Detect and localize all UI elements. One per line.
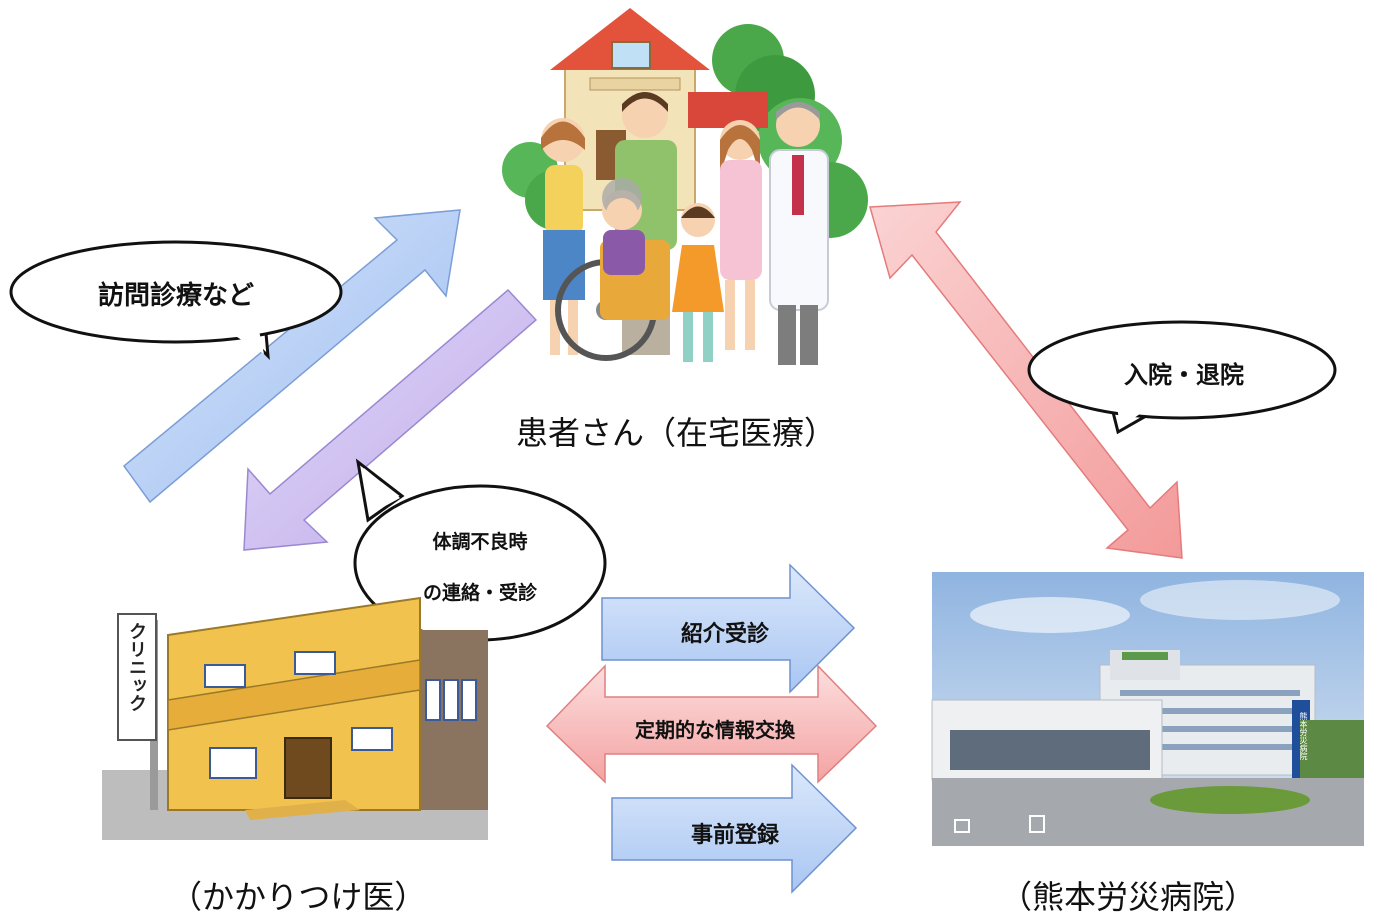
admission-discharge-arrow <box>869 201 1183 559</box>
admission-bubble-text: 入院・退院 <box>1124 361 1244 389</box>
admission-bubble <box>1027 320 1337 435</box>
contact-bubble-text-line2: の連絡・受診 <box>422 582 537 604</box>
hospital-photo <box>931 572 1364 846</box>
home-visit-arrow <box>122 209 461 504</box>
pre-registration-arrow <box>611 763 858 894</box>
home-visit-bubble-text: 訪問診療など <box>97 281 254 311</box>
info-exchange-label: 定期的な情報交換 <box>635 718 795 742</box>
referral-label: 紹介受診 <box>680 622 769 647</box>
patient-label: 患者さん（在宅医療） <box>516 414 837 452</box>
pre-registration-label: 事前登録 <box>690 823 779 848</box>
clinic-illustration <box>102 596 488 840</box>
home-family-illustration <box>502 8 868 365</box>
clinic-sign-text: クリニック <box>126 622 147 712</box>
patient-contact-arrow <box>243 288 538 551</box>
contact-bubble-text-line1: 体調不良時 <box>432 531 528 553</box>
hospital-sign-text: 熊本労災病院 <box>1299 712 1308 760</box>
hospital-label: （熊本労災病院） <box>1000 878 1257 916</box>
clinic-label: （かかりつけ医） <box>170 878 427 916</box>
info-exchange-arrow <box>545 664 878 784</box>
referral-arrow <box>601 563 856 694</box>
home-visit-bubble <box>9 240 343 360</box>
